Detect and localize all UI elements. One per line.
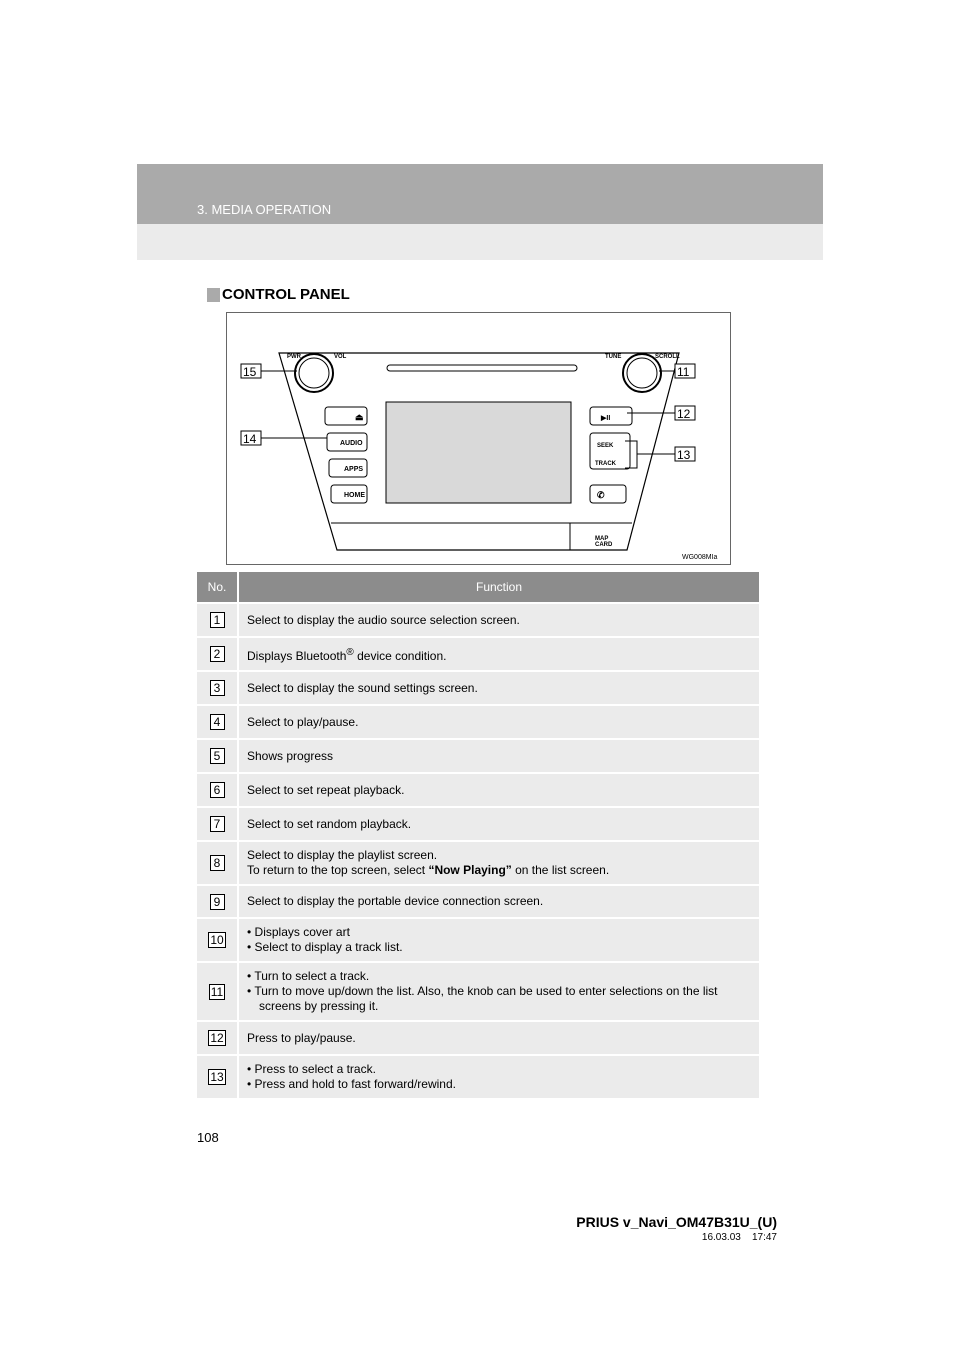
function-cell: Select to set repeat playback. <box>238 772 759 807</box>
manual-code: PRIUS v_Navi_OM47B31U_(U) <box>576 1214 777 1230</box>
control-panel-figure: PWR VOL TUNE SCROLL ⏏ AUDIO APPS HOME ▶I… <box>226 312 731 565</box>
item-number: 7 <box>209 816 225 832</box>
seek-button-label: SEEK <box>597 443 614 449</box>
bullet-item: Press and hold to fast forward/rewind. <box>247 1077 751 1092</box>
function-text: Select to set repeat playback. <box>247 782 405 797</box>
table-row: 7 Select to set random playback. <box>197 806 759 841</box>
column-header-no: No. <box>197 572 239 603</box>
function-text: Displays Bluetooth <box>247 648 347 663</box>
function-text: Press to play/pause. <box>247 1030 356 1045</box>
function-cell: Shows progress <box>238 738 759 773</box>
print-time: 17:47 <box>751 1232 777 1243</box>
function-table: No. Function 1 Select to display the audi… <box>197 572 759 1098</box>
function-cell: Select to display the sound settings scr… <box>238 670 759 705</box>
print-date: 16.03.03 <box>701 1232 741 1243</box>
item-number: 2 <box>209 646 225 662</box>
audio-button-label: AUDIO <box>340 440 363 447</box>
pwr-label: PWR <box>287 354 302 360</box>
table-row: 10 Displays cover artSelect to display a … <box>197 917 759 962</box>
function-text: Select to display the playlist screen. <box>247 848 438 862</box>
footer: PRIUS v_Navi_OM47B31U_(U) 16.03.03 17:47 <box>576 1214 777 1243</box>
map-label: MAP <box>595 536 608 542</box>
callout-15: 15 <box>243 365 257 379</box>
item-number: 11 <box>208 983 226 1000</box>
tune-label: TUNE <box>605 354 621 360</box>
section-title: CONTROL PANEL <box>207 286 350 303</box>
function-text: Select to play/pause. <box>247 714 359 729</box>
eject-icon: ⏏ <box>355 412 364 422</box>
item-number: 13 <box>208 1069 226 1085</box>
now-playing-term: “Now Playing” <box>428 863 512 877</box>
header-band: 3. MEDIA OPERATION <box>137 164 823 224</box>
function-text: Select to set random playback. <box>247 816 412 831</box>
pwr-vol-knob <box>294 353 334 393</box>
display-screen <box>385 401 572 504</box>
page-number: 108 <box>197 1130 219 1145</box>
column-header-function: Function <box>238 572 759 603</box>
tune-scroll-knob <box>622 353 662 393</box>
table-row: 4 Select to play/pause. <box>197 704 759 739</box>
table-row: 2 Displays Bluetooth® device condition. <box>197 636 759 671</box>
callout-14: 14 <box>243 432 257 446</box>
callout-11: 11 <box>677 365 690 379</box>
table-row: 12 Press to play/pause. <box>197 1020 759 1055</box>
function-text: Select to display the portable device co… <box>247 894 544 908</box>
track-button-label: TRACK <box>595 461 617 467</box>
phone-icon: ✆ <box>597 490 605 500</box>
vol-label: VOL <box>334 354 347 360</box>
table-row: 5 Shows progress <box>197 738 759 773</box>
function-cell: Select to display the audio source selec… <box>238 602 759 637</box>
section-header: 3. MEDIA OPERATION <box>197 202 332 217</box>
table-row: 11 Turn to select a track.Turn to move up… <box>197 961 759 1021</box>
home-button-label: HOME <box>344 492 365 499</box>
item-number: 3 <box>209 680 225 696</box>
table-row: 1 Select to display the audio source sele… <box>197 602 759 637</box>
table-row: 6 Select to set repeat playback. <box>197 772 759 807</box>
scroll-label: SCROLL <box>655 354 680 360</box>
bullet-item: Turn to select a track. <box>247 969 751 984</box>
apps-button-label: APPS <box>344 466 363 473</box>
function-cell: Select to display the portable device co… <box>238 884 759 918</box>
function-cell: Press to play/pause. <box>238 1020 759 1055</box>
figure-code: WG008MIa <box>682 554 718 561</box>
function-cell: Press to select a track.Press and hold t… <box>238 1054 759 1098</box>
item-number: 1 <box>209 612 225 628</box>
bullet-item: Displays cover art <box>247 925 751 940</box>
table-row: 3 Select to display the sound settings sc… <box>197 670 759 705</box>
item-number: 4 <box>209 714 225 730</box>
function-cell: Displays Bluetooth® device condition. <box>238 636 759 671</box>
function-text: Select to display the audio source selec… <box>247 612 520 627</box>
item-number: 9 <box>209 893 225 910</box>
item-number: 10 <box>208 932 226 948</box>
disc-slot <box>386 364 578 372</box>
item-number: 6 <box>209 782 225 798</box>
play-pause-icon: ▶II <box>600 415 610 422</box>
header-subband <box>137 224 823 260</box>
table-row: 9 Select to display the portable device c… <box>197 884 759 918</box>
bullet-item: Press to select a track. <box>247 1062 751 1077</box>
function-cell: Select to set random playback. <box>238 806 759 841</box>
function-text: Select to display the sound settings scr… <box>247 680 478 695</box>
bullet-item: Select to display a track list. <box>247 940 751 955</box>
item-number: 12 <box>208 1030 226 1046</box>
callout-13: 13 <box>677 448 691 462</box>
function-cell: Turn to select a track.Turn to move up/d… <box>238 961 759 1021</box>
function-cell: Select to play/pause. <box>238 704 759 739</box>
card-label: CARD <box>595 542 613 548</box>
item-number: 5 <box>209 748 225 764</box>
item-number: 8 <box>209 855 225 871</box>
function-cell: Select to display the playlist screen.To… <box>238 840 759 885</box>
table-row: 13 Press to select a track.Press and hold… <box>197 1054 759 1098</box>
table-row: 8 Select to display the playlist screen.T… <box>197 840 759 885</box>
callout-12: 12 <box>677 407 691 421</box>
function-cell: Displays cover artSelect to display a tr… <box>238 917 759 962</box>
registered-mark: ® <box>346 646 354 658</box>
bullet-item: Turn to move up/down the list. Also, the… <box>247 984 751 1014</box>
square-bullet-icon <box>207 287 220 302</box>
function-text: Shows progress <box>247 748 334 763</box>
